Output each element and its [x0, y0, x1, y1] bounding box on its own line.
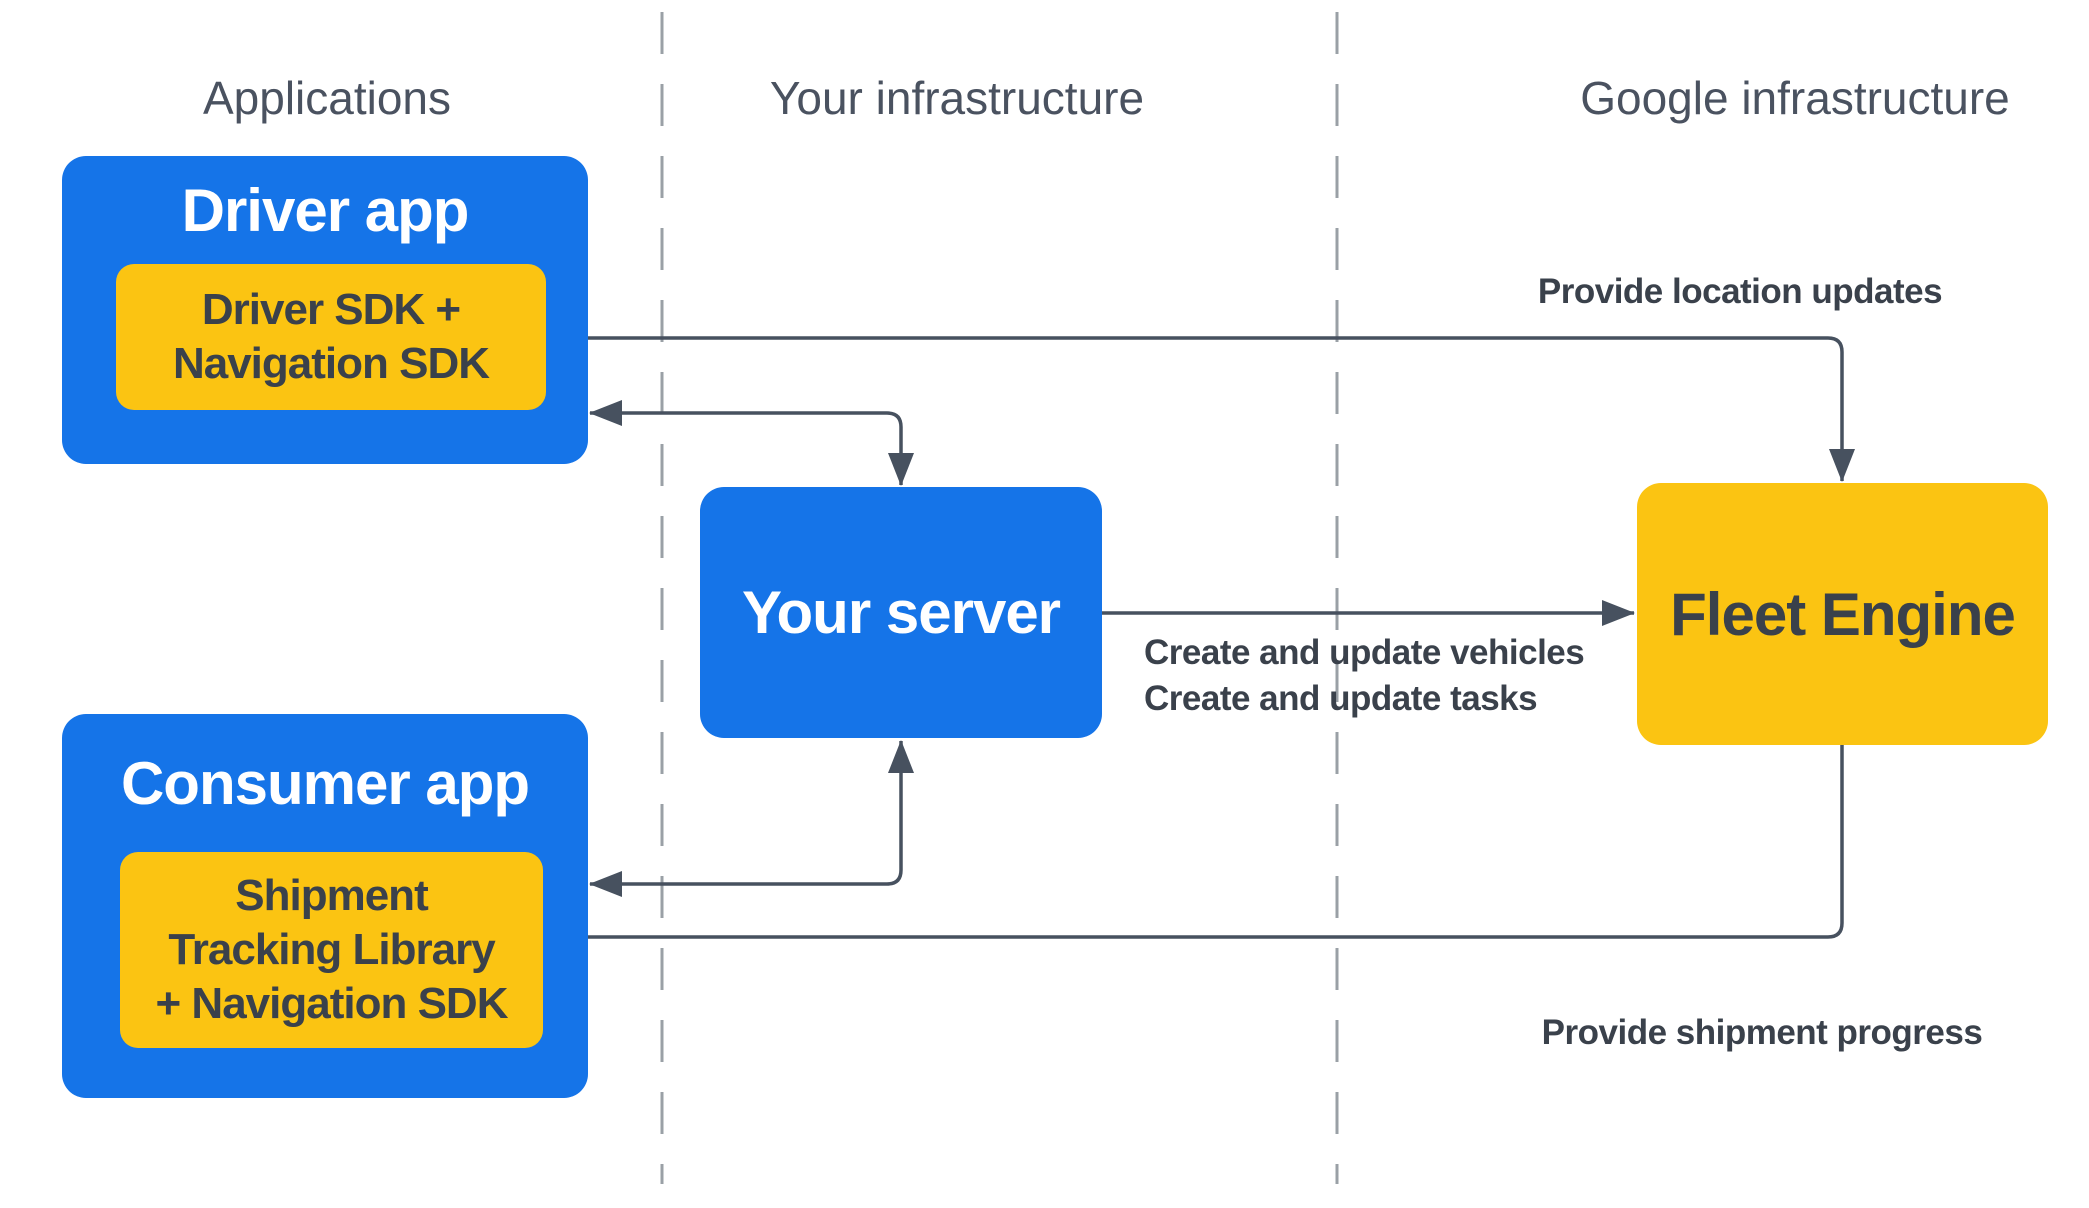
driver-sdk-box: Driver SDK + Navigation SDK: [116, 264, 546, 410]
label-create-update-tasks: Create and update tasks: [1144, 679, 1538, 718]
consumer-app-box: Consumer app Shipment Tracking Library +…: [62, 714, 588, 1098]
fleet-engine-box: Fleet Engine: [1637, 483, 2048, 745]
label-create-and-update: Create and update vehicles Create and up…: [1144, 630, 1585, 722]
label-create-update-vehicles: Create and update vehicles: [1144, 633, 1585, 672]
fleet-engine-title: Fleet Engine: [1670, 580, 2016, 648]
driver-sdk-line: Driver SDK +: [201, 285, 461, 334]
label-provide-shipment-progress: Provide shipment progress: [1541, 1013, 1983, 1052]
arrow-driver-sdk-fleet-engine: [546, 325, 1855, 482]
column-header-google-infrastructure: Google infrastructure: [1580, 72, 2010, 124]
driver-sdk-line: Navigation SDK: [172, 339, 490, 388]
arrow-driver-app-your-server: [589, 400, 914, 486]
your-server-title: Your server: [741, 579, 1061, 646]
your-server-box: Your server: [700, 487, 1102, 738]
shipment-library-line: Tracking Library: [168, 925, 495, 974]
shipment-tracking-library-box: Shipment Tracking Library + Navigation S…: [120, 852, 543, 1048]
column-header-your-infrastructure: Your infrastructure: [769, 72, 1145, 124]
arrow-fleet-engine-shipment-library: [548, 745, 1844, 950]
driver-app-box: Driver app Driver SDK + Navigation SDK: [62, 156, 588, 464]
column-header-applications: Applications: [202, 72, 452, 124]
arrow-consumer-app-your-server: [589, 740, 914, 897]
driver-app-title: Driver app: [181, 176, 470, 244]
shipment-library-line: Shipment: [235, 871, 428, 920]
label-provide-location-updates: Provide location updates: [1537, 272, 1943, 311]
consumer-app-title: Consumer app: [120, 749, 530, 817]
shipment-library-line: + Navigation SDK: [155, 979, 509, 1028]
